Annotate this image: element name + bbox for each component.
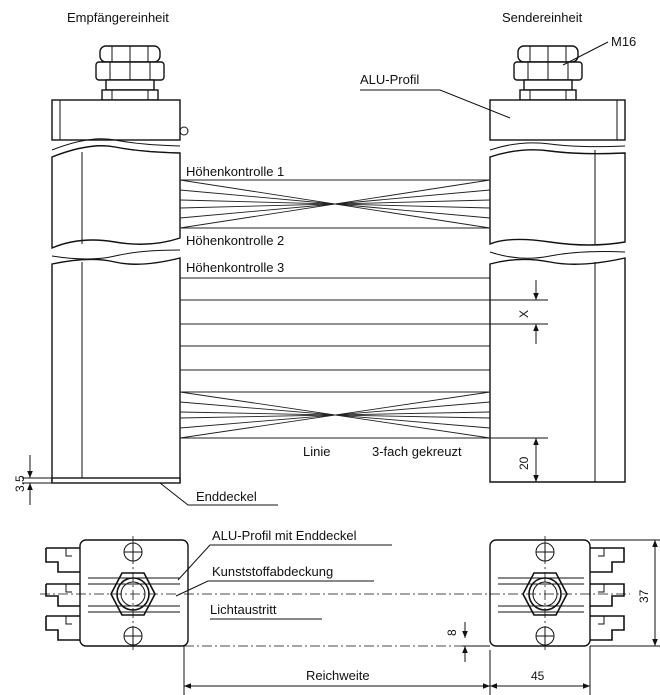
svg-text:37: 37	[637, 589, 651, 603]
svg-text:X: X	[517, 310, 531, 318]
dimension-8: 8	[445, 622, 490, 662]
receiver-bottom-section	[51, 257, 181, 484]
transmitter-section-view	[489, 539, 625, 647]
dimension-37: 37	[590, 539, 660, 647]
thread-label: M16	[611, 34, 636, 49]
transmitter-label: Sendereinheit	[502, 10, 583, 25]
transmitter-bottom-section	[489, 257, 626, 483]
end-cap-leader	[159, 482, 278, 506]
transmitter-top-cap	[489, 99, 626, 141]
thread-leader	[562, 41, 609, 66]
height-check-1-label: Höhenkontrolle 1	[186, 164, 284, 179]
profile-with-end-cap-leader	[177, 544, 392, 581]
dimension-20: 20	[490, 437, 548, 482]
transmitter-cable-gland	[513, 45, 583, 101]
height-check-2-label: Höhenkontrolle 2	[186, 233, 284, 248]
crossed-3x-label: 3-fach gekreuzt	[372, 444, 462, 459]
transmitter-middle-section	[489, 149, 626, 246]
dimension-x: X	[490, 280, 548, 344]
svg-text:8: 8	[445, 629, 459, 636]
svg-text:3.5: 3.5	[13, 475, 27, 492]
beams-parallel	[180, 277, 490, 371]
light-exit-label: Lichtaustritt	[210, 602, 277, 617]
svg-text:20: 20	[517, 456, 531, 470]
beams-crossed-3x	[179, 391, 491, 439]
receiver-label: Empfängereinheit	[67, 10, 169, 25]
height-check-3-label: Höhenkontrolle 3	[186, 260, 284, 275]
profile-label: ALU-Profil	[360, 72, 419, 87]
receiver-break-line-1	[51, 138, 181, 151]
receiver-cable-gland	[95, 45, 165, 101]
dimension-3-5: 3.5	[13, 455, 52, 505]
range-label: Reichweite	[306, 668, 370, 683]
transmitter-unit	[489, 45, 626, 483]
dimension-range: Reichweite	[183, 646, 491, 695]
receiver-break-line-2	[51, 249, 181, 260]
profile-leader	[360, 89, 511, 119]
dimension-45: 45	[490, 646, 591, 695]
plastic-cover-label: Kunststoffabdeckung	[212, 564, 333, 579]
receiver-middle-section	[51, 145, 181, 250]
profile-with-end-cap-label: ALU-Profil mit Enddeckel	[212, 528, 357, 543]
line-label: Linie	[303, 444, 330, 459]
receiver-section-view	[45, 539, 189, 647]
receiver-unit	[51, 45, 189, 484]
svg-text:45: 45	[531, 669, 545, 683]
beams-height-check	[179, 179, 491, 229]
receiver-top-cap	[51, 99, 189, 141]
end-cap-label: Enddeckel	[196, 489, 257, 504]
plastic-cover-leader	[175, 580, 374, 597]
